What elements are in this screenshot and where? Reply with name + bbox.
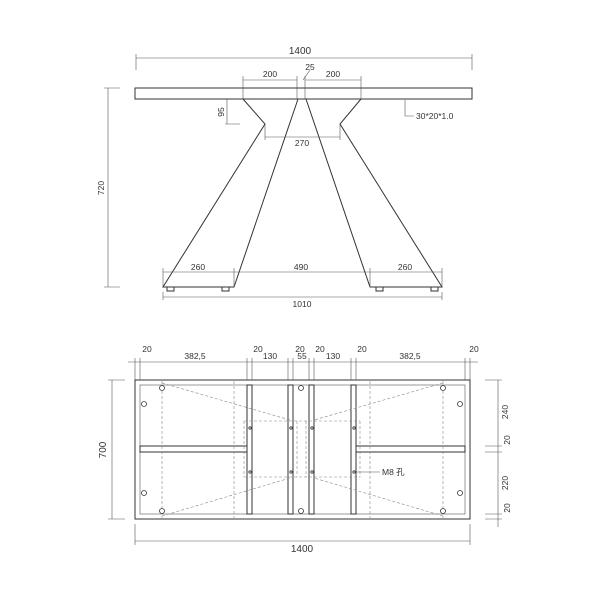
dim-depth: 700	[98, 441, 109, 458]
dim-left-foot: 260	[191, 262, 205, 272]
inner-frame	[139, 384, 466, 515]
dim-notch-span: 270	[295, 138, 309, 148]
dim-plan-top: 20	[295, 344, 305, 354]
left-leg	[162, 98, 299, 288]
dim-gap: 25	[305, 62, 315, 72]
dim-line-feet	[162, 268, 443, 287]
dim-base-width: 1010	[293, 299, 312, 309]
dim-plan-top: 55	[297, 351, 307, 361]
dim-plan-right: 240	[500, 405, 510, 419]
outer-frame	[134, 379, 471, 520]
dim-right-foot: 260	[398, 262, 412, 272]
dim-line-overall	[135, 54, 473, 70]
dim-plan-top: 20	[315, 344, 325, 354]
dim-plan-top: 20	[253, 344, 263, 354]
horizontal-bars	[139, 445, 466, 453]
dim-line-height	[104, 87, 120, 288]
tube-leader	[404, 100, 414, 117]
dim-line-plan-right	[485, 379, 502, 527]
dim-plan-top: 382,5	[184, 351, 206, 361]
mount-holes	[141, 385, 463, 514]
dim-notch-height: 95	[216, 107, 226, 117]
dim-right-top: 200	[326, 69, 340, 79]
dim-line-top	[242, 69, 362, 99]
dim-plan-top: 130	[326, 351, 340, 361]
table-top-frame	[134, 87, 473, 100]
dim-line-plan-top	[128, 358, 478, 380]
dim-plan-top: 130	[263, 351, 277, 361]
plan-view: M8 孔 20 382,5 20 130 20 55 20 130 20 382…	[98, 344, 512, 555]
dim-overall-width: 1400	[289, 46, 312, 57]
dim-line-depth	[108, 379, 125, 520]
dim-plan-width: 1400	[291, 544, 314, 555]
feet	[166, 286, 439, 292]
dim-plan-right: 20	[502, 435, 512, 445]
hidden-leg-lines	[161, 381, 444, 518]
dim-line-notch-span	[264, 124, 341, 140]
dim-foot-gap: 490	[294, 262, 308, 272]
dim-plan-top: 20	[469, 344, 479, 354]
dim-plan-top: 382,5	[399, 351, 421, 361]
dim-plan-right: 220	[500, 476, 510, 490]
dim-height: 720	[96, 181, 106, 195]
dim-line-plan-width	[134, 524, 471, 545]
dim-plan-top: 20	[357, 344, 367, 354]
dim-line-base	[162, 292, 443, 300]
tube-spec-label: 30*20*1.0	[416, 111, 454, 121]
hole-label: M8 孔	[382, 467, 405, 477]
vertical-bars	[246, 384, 357, 515]
dim-plan-top: 20	[142, 344, 152, 354]
right-leg	[305, 98, 443, 288]
dim-left-top: 200	[263, 69, 277, 79]
front-view: 1400 200 200 25 95 270 720 30*20*1.0 260…	[96, 46, 473, 309]
dim-plan-right: 20	[502, 503, 512, 513]
dim-line-notch	[225, 99, 240, 125]
